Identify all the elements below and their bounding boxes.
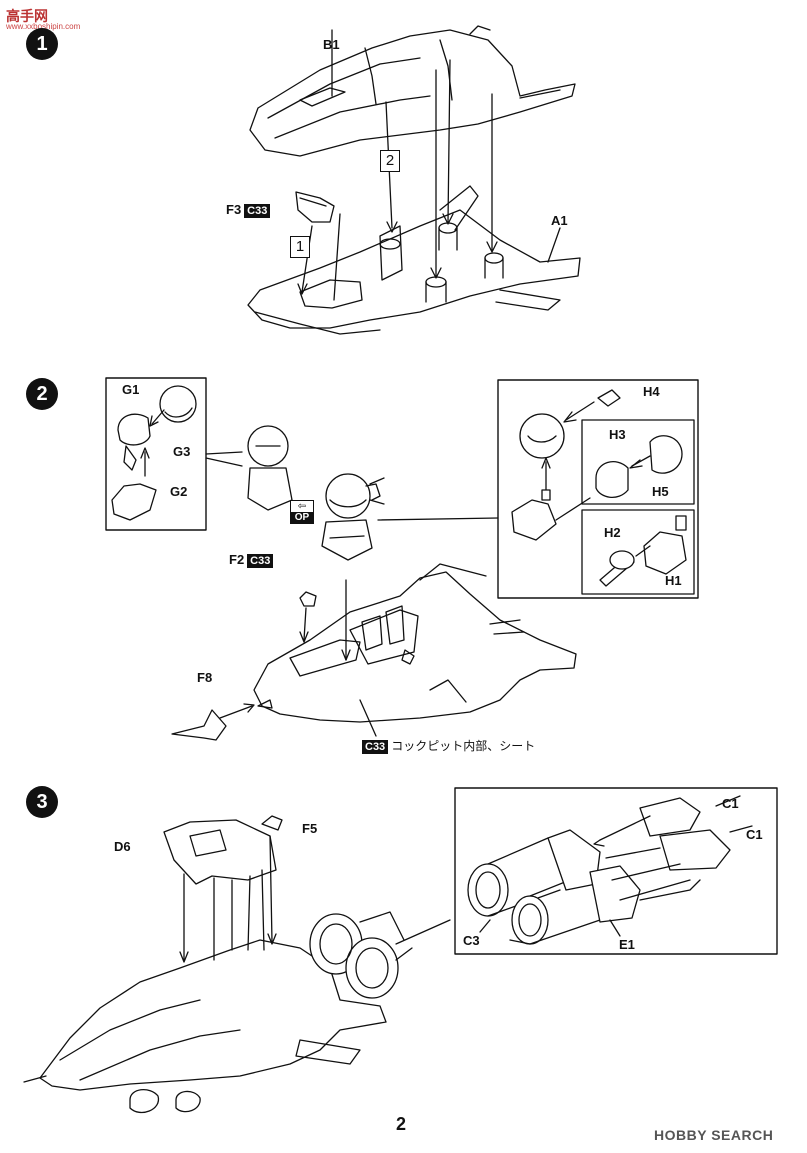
pilot-figure-drawing — [321, 473, 385, 561]
part-label-e1: E1 — [619, 937, 635, 952]
part-label-c3: C3 — [463, 933, 480, 948]
color-code-badge: C33 — [244, 204, 271, 218]
site-watermark-url: www.xxboshipin.com — [6, 22, 81, 31]
step1-arrows — [297, 29, 561, 301]
part-label-g2: G2 — [170, 484, 188, 499]
head-parts-drawing — [511, 389, 687, 587]
part-label-g1: G1 — [122, 382, 140, 397]
figure-assembled-drawing — [205, 425, 293, 511]
jet-step3-drawing — [23, 815, 451, 1113]
engine-parts-drawing — [467, 795, 753, 945]
part-label-c1-lower: C1 — [746, 827, 763, 842]
color-code-badge: C33 — [247, 554, 274, 568]
part-label-h2: H2 — [604, 525, 621, 540]
part-label-h5: H5 — [652, 484, 669, 499]
step-3-marker: 3 — [26, 786, 58, 818]
substep-box-2: 2 — [380, 150, 400, 172]
site-watermark-logo: 高手网 — [6, 8, 48, 24]
figure-parts-drawing — [111, 385, 197, 521]
part-label-c1-upper: C1 — [722, 796, 739, 811]
part-label-h4: H4 — [643, 384, 660, 399]
jet-step2-drawing — [171, 563, 577, 741]
page-number: 2 — [396, 1114, 407, 1134]
fuselage-upper-drawing — [249, 25, 576, 157]
step-2-marker: 2 — [26, 378, 58, 410]
part-label-h1: H1 — [665, 573, 682, 588]
callout-line — [377, 517, 499, 521]
hobby-search-watermark: HOBBY SEARCH — [654, 1127, 774, 1143]
fuselage-lower-drawing — [247, 185, 581, 335]
part-label-d6: D6 — [114, 839, 131, 854]
part-label-g3: G3 — [173, 444, 191, 459]
part-label-f8: F8 — [197, 670, 213, 685]
step-1-marker: 1 — [26, 28, 58, 60]
part-label-b1: B1 — [323, 37, 340, 52]
part-label-a1: A1 — [551, 213, 568, 228]
substep-box-1: 1 — [290, 236, 310, 258]
part-label-f5: F5 — [302, 821, 318, 836]
optional-part-icon: ⇦ OP — [290, 500, 314, 524]
part-label-h3: H3 — [609, 427, 626, 442]
color-code-badge: C33 — [362, 740, 389, 754]
